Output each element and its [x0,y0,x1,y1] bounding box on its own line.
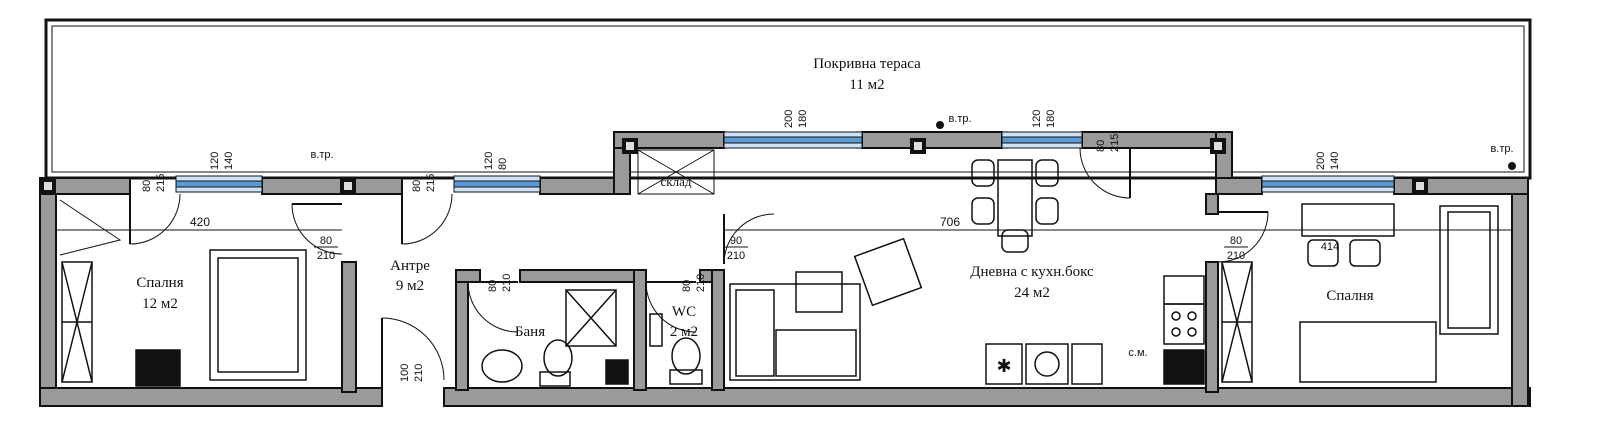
win4-w: 120 [1031,110,1043,128]
columns [40,138,1428,194]
terrace-outline [44,18,1532,180]
win3-h: 180 [797,110,809,128]
living-area: 24 м2 [1014,285,1050,301]
win5-w: 200 [1315,152,1327,170]
door-bed-in-h: 210 [317,250,335,262]
door-fraction-labels: 80 210 90 210 80 210 [314,235,1248,262]
storage-label: склад [661,174,692,189]
washer-label: с.м. [1128,347,1147,359]
win1-w: 120 [209,152,221,170]
win3-w: 200 [783,110,795,128]
door-dimension-labels: 80 215 80 215 80 215 80 210 80 210 100 2… [141,134,1121,382]
door-bed-right-h: 210 [1227,250,1245,262]
door-bed-right-w: 80 [1230,235,1242,247]
door-wc-w: 80 [681,280,693,292]
win5-h: 140 [1329,152,1341,170]
door-bed-left-h: 215 [155,174,167,192]
door-bath-w: 80 [487,280,499,292]
door-bed-left-w: 80 [141,180,153,192]
interior-walls [341,193,1219,393]
wc-area: 2 м2 [670,324,698,340]
door-hall-h: 215 [425,174,437,192]
hall-name: Антре [390,258,430,274]
living-name: Дневна с кухн.бокс [970,264,1094,280]
exterior-walls [39,131,1531,407]
door-wc-h: 210 [695,274,707,292]
door-bath-h: 210 [501,274,513,292]
pipe-label-mid: в.тр. [948,113,971,125]
door-terrace-h: 215 [1109,134,1121,152]
bedroom-left-name: Спалня [136,275,183,291]
door-entry-w: 100 [399,364,411,382]
door-entry-h: 210 [413,364,425,382]
win2-w: 120 [483,152,495,170]
win2-h: 80 [497,158,509,170]
win4-h: 180 [1045,110,1057,128]
storage-box [637,149,715,195]
door-living-w: 90 [730,235,742,247]
pipe-label-right: в.тр. [1490,143,1513,155]
win1-h: 140 [223,152,235,170]
hall-area: 9 м2 [396,278,424,294]
door-bed-in-w: 80 [320,235,332,247]
door-hall-w: 80 [411,180,423,192]
furniture [59,159,1499,387]
pipe-label-left: в.тр. [310,149,333,161]
fridge-icon: ✱ [996,356,1011,377]
window-dimension-labels: 120 140 120 80 200 180 120 180 200 140 [209,110,1341,170]
dimension-lines [56,190,1512,231]
wc-name: WC [672,304,696,320]
terrace-name: Покривна тераса [813,56,921,72]
door-terrace-w: 80 [1095,140,1107,152]
windows [175,131,1395,193]
span-right: 706 [940,215,960,229]
terrace-area: 11 м2 [849,77,884,93]
doors [129,147,1269,388]
bath-name: Баня [515,324,545,340]
door-living-h: 210 [727,250,745,262]
bedroom-left-area: 12 м2 [142,296,178,312]
desk-size: 414 [1321,241,1339,253]
span-left: 420 [190,215,210,229]
pipe-markers [936,121,1516,170]
bedroom-right-name: Спалня [1326,288,1373,304]
